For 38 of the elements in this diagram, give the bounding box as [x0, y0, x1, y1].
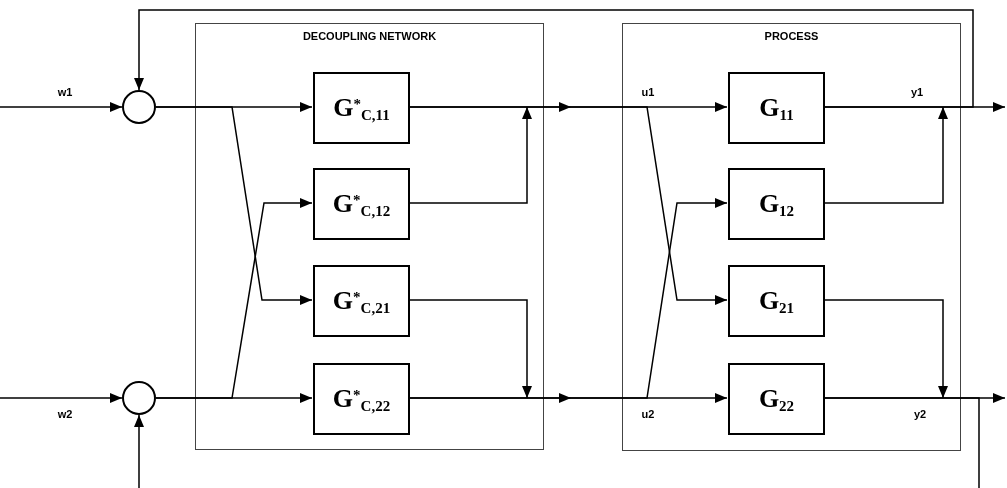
signal-label: y1	[909, 86, 925, 98]
signal-arrow	[134, 9, 974, 108]
group-title: DECOUPLING NETWORK	[301, 29, 438, 44]
transfer-function-block	[728, 168, 825, 240]
signal-arrow	[408, 106, 728, 305]
signal-arrow	[134, 397, 980, 488]
transfer-function-block	[728, 363, 825, 435]
transfer-function-block	[313, 363, 410, 435]
signal-label: w2	[56, 408, 74, 420]
signal-arrow	[155, 393, 313, 403]
signal-arrow	[823, 393, 1006, 403]
signal-arrow	[408, 106, 532, 204]
signal-arrow	[823, 299, 948, 399]
signal-label: u2	[640, 408, 656, 420]
signal-label: y2	[912, 408, 928, 420]
group-frame	[622, 23, 961, 451]
signal-arrow	[408, 299, 532, 399]
summing-junction	[122, 381, 156, 415]
transfer-function-block	[313, 265, 410, 337]
signal-arrow	[823, 102, 1006, 112]
transfer-function-block	[313, 72, 410, 144]
signal-arrow	[408, 198, 728, 399]
group-frame	[195, 23, 544, 450]
signal-label: u1	[640, 86, 656, 98]
signal-arrow	[823, 106, 948, 204]
signal-arrow	[0, 393, 123, 403]
signal-arrow	[0, 102, 123, 112]
group-title: PROCESS	[763, 29, 820, 44]
signal-label: w1	[56, 86, 74, 98]
transfer-function-label: G$_{21}$	[758, 288, 795, 314]
transfer-function-block	[728, 72, 825, 144]
transfer-function-label: G$_{12}$	[758, 191, 795, 217]
signal-arrow	[155, 106, 313, 305]
transfer-function-block	[728, 265, 825, 337]
transfer-function-label: G$_{11}$	[759, 95, 794, 121]
transfer-function-label: G$_{22}$	[758, 386, 795, 412]
summing-junction	[122, 90, 156, 124]
transfer-function-block	[313, 168, 410, 240]
